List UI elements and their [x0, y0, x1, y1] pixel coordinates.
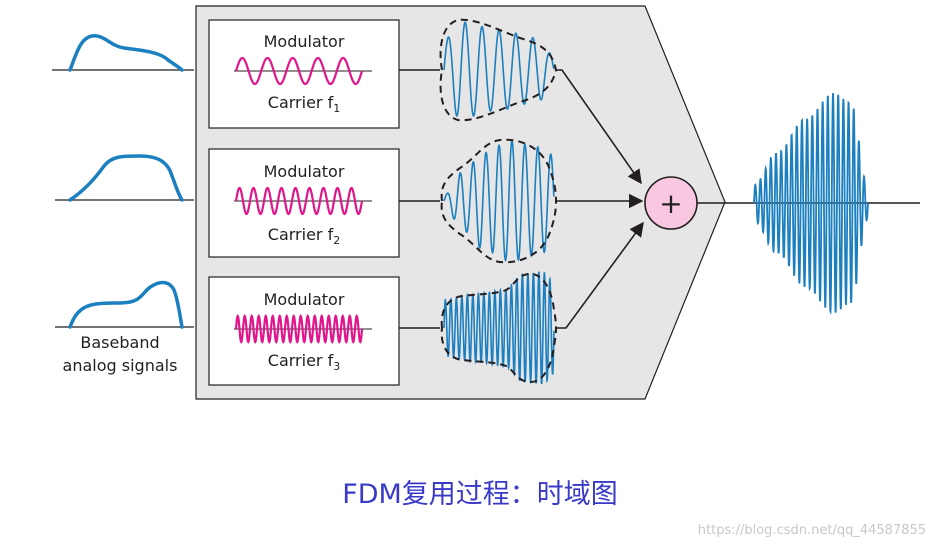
carrier-wave-2	[234, 186, 364, 216]
carrier-subscript-3: 3	[333, 360, 340, 373]
modulated-wave-2	[443, 140, 555, 263]
caption: FDM复用过程：时域图	[342, 479, 618, 510]
carrier-wave-1	[234, 56, 364, 86]
carrier-label-1: Carrier f1	[268, 93, 340, 115]
envelope-3	[440, 272, 557, 384]
baseband-signal-1	[68, 34, 184, 72]
modulator-title-1: Modulator	[264, 32, 345, 51]
modulator-frame-1	[208, 19, 400, 129]
carrier-label-2: Carrier f2	[268, 225, 340, 247]
modulator-frame-2	[208, 148, 400, 258]
arrow-path-1	[556, 69, 642, 185]
baseband-signal-3	[68, 280, 184, 329]
carrier-subscript-2: 2	[333, 234, 340, 247]
modulator-box-2: Modulator Carrier f2	[208, 148, 400, 258]
carrier-label-text-3: Carrier f	[268, 351, 334, 370]
envelope-1	[439, 18, 558, 122]
modulator-box-3: Modulator Carrier f3	[208, 276, 400, 386]
signal-paths	[399, 69, 644, 329]
modulator-title-2: Modulator	[264, 162, 345, 181]
baseband-signals	[52, 34, 194, 329]
carrier-label-3: Carrier f3	[268, 351, 340, 373]
modulated-wave-3	[443, 271, 555, 385]
carrier-label-text-1: Carrier f	[268, 93, 334, 112]
baseband-label-line2: analog signals	[63, 356, 178, 375]
envelope-2	[440, 138, 558, 264]
modulator-title-3: Modulator	[264, 290, 345, 309]
composite-output-wave	[753, 92, 869, 315]
arrow-path-3	[556, 221, 644, 329]
carrier-wave-3	[234, 314, 364, 344]
baseband-signal-2	[68, 154, 184, 202]
adder-plus-symbol: +	[659, 187, 682, 220]
carrier-label-text-2: Carrier f	[268, 225, 334, 244]
baseband-label-line1: Baseband	[80, 333, 159, 352]
modulator-box-1: Modulator Carrier f1	[208, 19, 400, 129]
carrier-subscript-1: 1	[333, 102, 340, 115]
watermark: https://blog.csdn.net/qq_44587855	[698, 523, 926, 538]
